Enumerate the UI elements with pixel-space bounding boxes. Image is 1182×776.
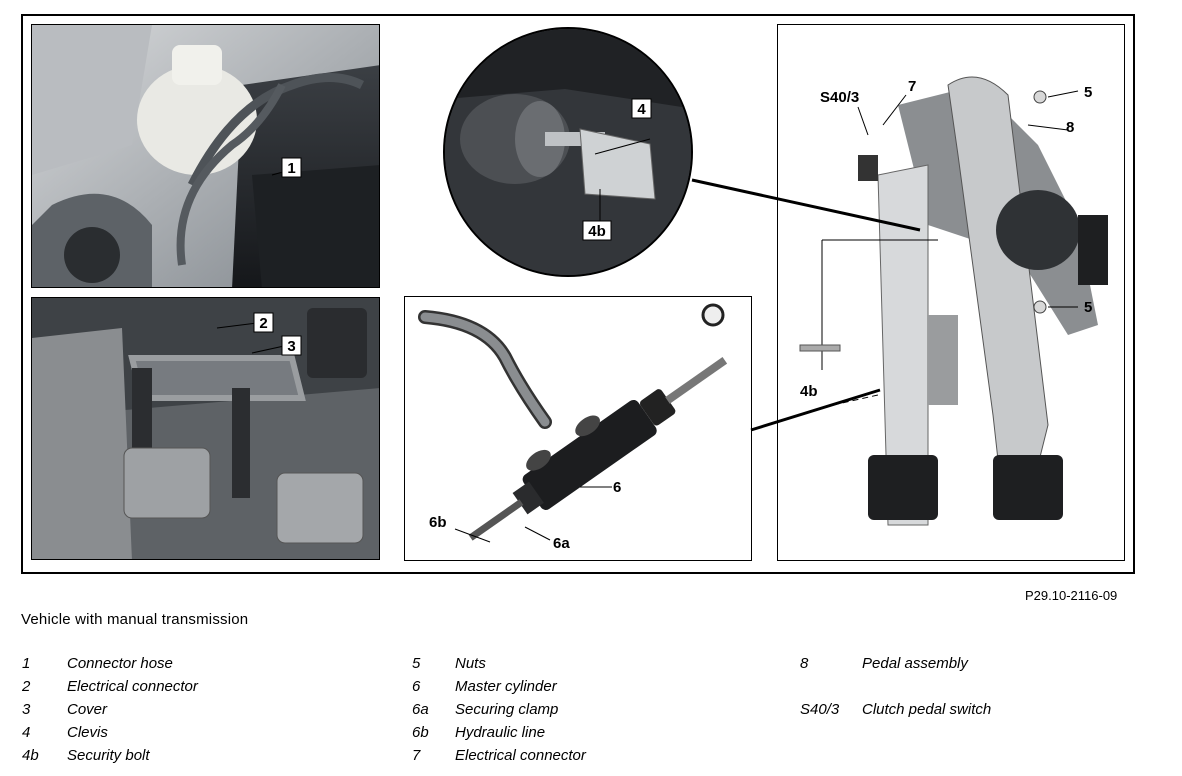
callout-6b: 6b — [429, 514, 447, 531]
callout-S40-3: S40/3 — [820, 89, 859, 106]
photo-engine-compartment: 1 — [31, 24, 380, 288]
callout-4b-assembly: 4b — [800, 383, 818, 400]
figure-code: P29.10-2116-09 — [1025, 588, 1118, 603]
panel-pedal-assembly: S40/3 7 5 8 5 4b — [777, 24, 1125, 561]
callout-4: 4 — [637, 101, 646, 118]
panel-master-cylinder: 6 6a 6b — [404, 296, 752, 561]
photo-pedal-area: 2 3 — [31, 297, 380, 560]
callout-4b-detail: 4b — [588, 223, 606, 240]
callout-2: 2 — [259, 315, 267, 332]
detail-circle-clevis: 4 4b — [443, 27, 693, 277]
callout-1: 1 — [287, 160, 295, 177]
legend-row-spacer — [800, 678, 1160, 701]
callout-5-top: 5 — [1084, 84, 1092, 101]
callout-7: 7 — [908, 78, 916, 95]
callout-6: 6 — [613, 479, 621, 496]
callout-5-bottom: 5 — [1084, 299, 1092, 316]
callout-8: 8 — [1066, 119, 1074, 136]
callout-6a: 6a — [553, 535, 570, 552]
figure-caption: Vehicle with manual transmission — [21, 611, 249, 628]
callout-3: 3 — [287, 338, 295, 355]
